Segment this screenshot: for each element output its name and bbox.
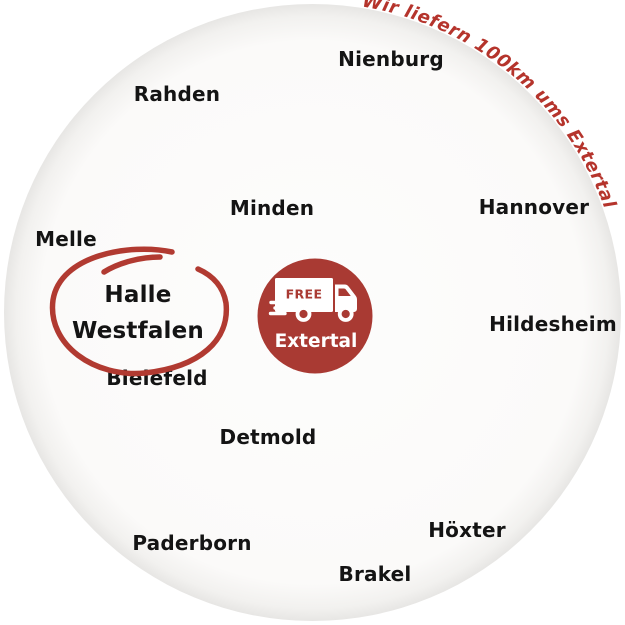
truck-front-wheel-hub [341,309,350,319]
city-label-nienburg: Nienburg [338,47,444,71]
badge-location-label: Extertal [275,331,358,352]
truck-window [338,288,351,296]
city-label-hannover: Hannover [478,195,590,219]
city-label-brakel: Brakel [338,562,412,586]
city-label-hildesheim: Hildesheim [489,312,617,336]
truck-rear-wheel-hub [299,309,308,319]
city-label-bielefeld: Bielefeld [106,366,208,390]
free-label: FREE [286,287,323,302]
city-label-halle: Halle [104,282,172,308]
city-label-minden: Minden [229,196,315,220]
city-label-detmold: Detmold [219,425,317,449]
delivery-badge-circle [257,258,373,374]
city-label-melle: Melle [35,227,97,251]
truck-cargo-box [275,278,333,312]
city-label-paderborn: Paderborn [132,531,252,555]
city-label-westfalen: Westfalen [71,318,205,344]
truck-icon: FREE [268,278,357,322]
delivery-badge: FREE Extertal [257,258,373,374]
city-label-rahden: Rahden [133,82,221,106]
city-label-hoexter: Höxter [428,518,506,542]
